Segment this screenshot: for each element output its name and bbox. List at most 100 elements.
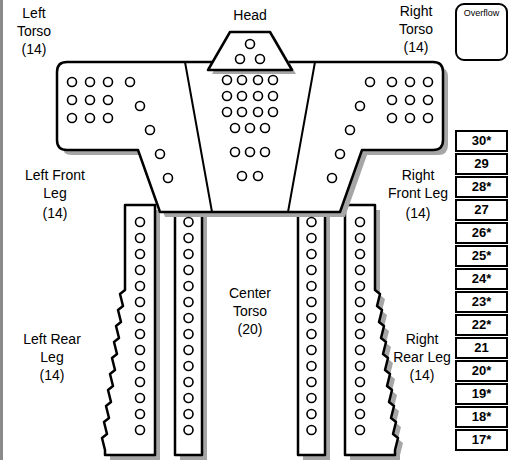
armor-pip <box>126 78 135 87</box>
box-label: 19* <box>472 386 492 402</box>
armor-pip <box>136 426 145 435</box>
track-box: 19* <box>455 383 508 405</box>
armor-pip <box>261 124 270 133</box>
armor-pip <box>307 218 316 227</box>
head-outline <box>208 32 292 70</box>
track-box: 26* <box>455 222 508 244</box>
armor-pip <box>356 234 365 243</box>
track-box: 23* <box>455 291 508 313</box>
legs <box>102 205 398 455</box>
legs-mirror <box>298 205 398 455</box>
armor-pip <box>254 172 263 181</box>
armor-pip <box>136 330 145 339</box>
section-label: Right Torso <box>393 2 439 38</box>
armor-pip <box>388 114 397 123</box>
armor-pip <box>86 78 95 87</box>
torso-divider <box>185 62 315 212</box>
armor-pip <box>184 426 193 435</box>
armor-pip <box>366 78 375 87</box>
armor-pip <box>307 298 316 307</box>
armor-pip <box>136 282 145 291</box>
armor-pip <box>184 330 193 339</box>
armor-pip <box>238 76 247 85</box>
armor-pip <box>184 266 193 275</box>
armor-pip <box>184 298 193 307</box>
section-label: Left Torso <box>11 4 57 40</box>
armor-pip <box>356 314 365 323</box>
track-box: 21 <box>455 337 508 359</box>
armor-pip <box>406 96 415 105</box>
armor-pip <box>254 76 263 85</box>
armor-pip <box>356 218 365 227</box>
armor-pip <box>269 92 278 101</box>
leg-outline <box>102 205 155 455</box>
box-label: 24* <box>472 271 492 287</box>
box-label: 25* <box>472 248 492 264</box>
section-label: Left Front Leg <box>24 166 86 202</box>
armor-pips <box>68 40 433 435</box>
armor-pip <box>269 108 278 117</box>
armor-pip <box>238 92 247 101</box>
section-label: (14) <box>11 40 57 58</box>
armor-pip <box>184 410 193 419</box>
armor-pip <box>328 174 337 183</box>
armor-pip <box>238 172 247 181</box>
armor-pip <box>184 378 193 387</box>
section-label: (14) <box>21 366 83 384</box>
armor-pip <box>223 108 232 117</box>
armor-pip <box>86 114 95 123</box>
armor-pip <box>136 266 145 275</box>
armor-pip <box>356 250 365 259</box>
armor-pip <box>307 410 316 419</box>
armor-pip <box>356 298 365 307</box>
armor-pip <box>356 102 365 111</box>
armor-pip <box>246 40 255 49</box>
armor-pip <box>307 282 316 291</box>
box-label: Overflow <box>464 5 500 19</box>
track-box: 17* <box>455 429 508 451</box>
section-label: Right Rear Leg <box>390 330 454 366</box>
armor-pip <box>156 150 165 159</box>
section-label: (14) <box>390 366 454 384</box>
track-box: 18* <box>455 406 508 428</box>
armor-pip <box>246 124 255 133</box>
armor-pip <box>254 108 263 117</box>
box-label: 22* <box>472 317 492 333</box>
armor-pip <box>136 102 145 111</box>
box-label: 23* <box>472 294 492 310</box>
armor-pip <box>307 266 316 275</box>
track-box: 25* <box>455 245 508 267</box>
leg-outline <box>175 205 202 455</box>
leg-outline <box>298 205 325 455</box>
armor-pip <box>256 55 265 64</box>
armor-pip <box>104 114 113 123</box>
armor-pip <box>146 126 155 135</box>
armor-pip <box>136 250 145 259</box>
armor-pip <box>136 410 145 419</box>
box-label: 20* <box>472 363 492 379</box>
track-box: 29 <box>455 153 508 175</box>
armor-pip <box>231 124 240 133</box>
armor-pip <box>307 234 316 243</box>
armor-pip <box>104 78 113 87</box>
armor-pip <box>136 218 145 227</box>
armor-pip <box>184 394 193 403</box>
armor-pip <box>356 266 365 275</box>
armor-pip <box>136 346 145 355</box>
armor-pip <box>356 282 365 291</box>
box-label: 28* <box>472 179 492 195</box>
armor-pip <box>68 78 77 87</box>
armor-pip <box>346 126 355 135</box>
armor-pip <box>356 378 365 387</box>
track-box: 30* <box>455 130 508 152</box>
armor-pip <box>254 92 263 101</box>
armor-pip <box>307 314 316 323</box>
page-edge-bar <box>0 0 3 460</box>
section-label: Head <box>220 6 280 24</box>
section-label: Center Torso <box>225 284 275 320</box>
track-box: 27 <box>455 199 508 221</box>
armor-pip <box>223 92 232 101</box>
armor-pip <box>307 362 316 371</box>
